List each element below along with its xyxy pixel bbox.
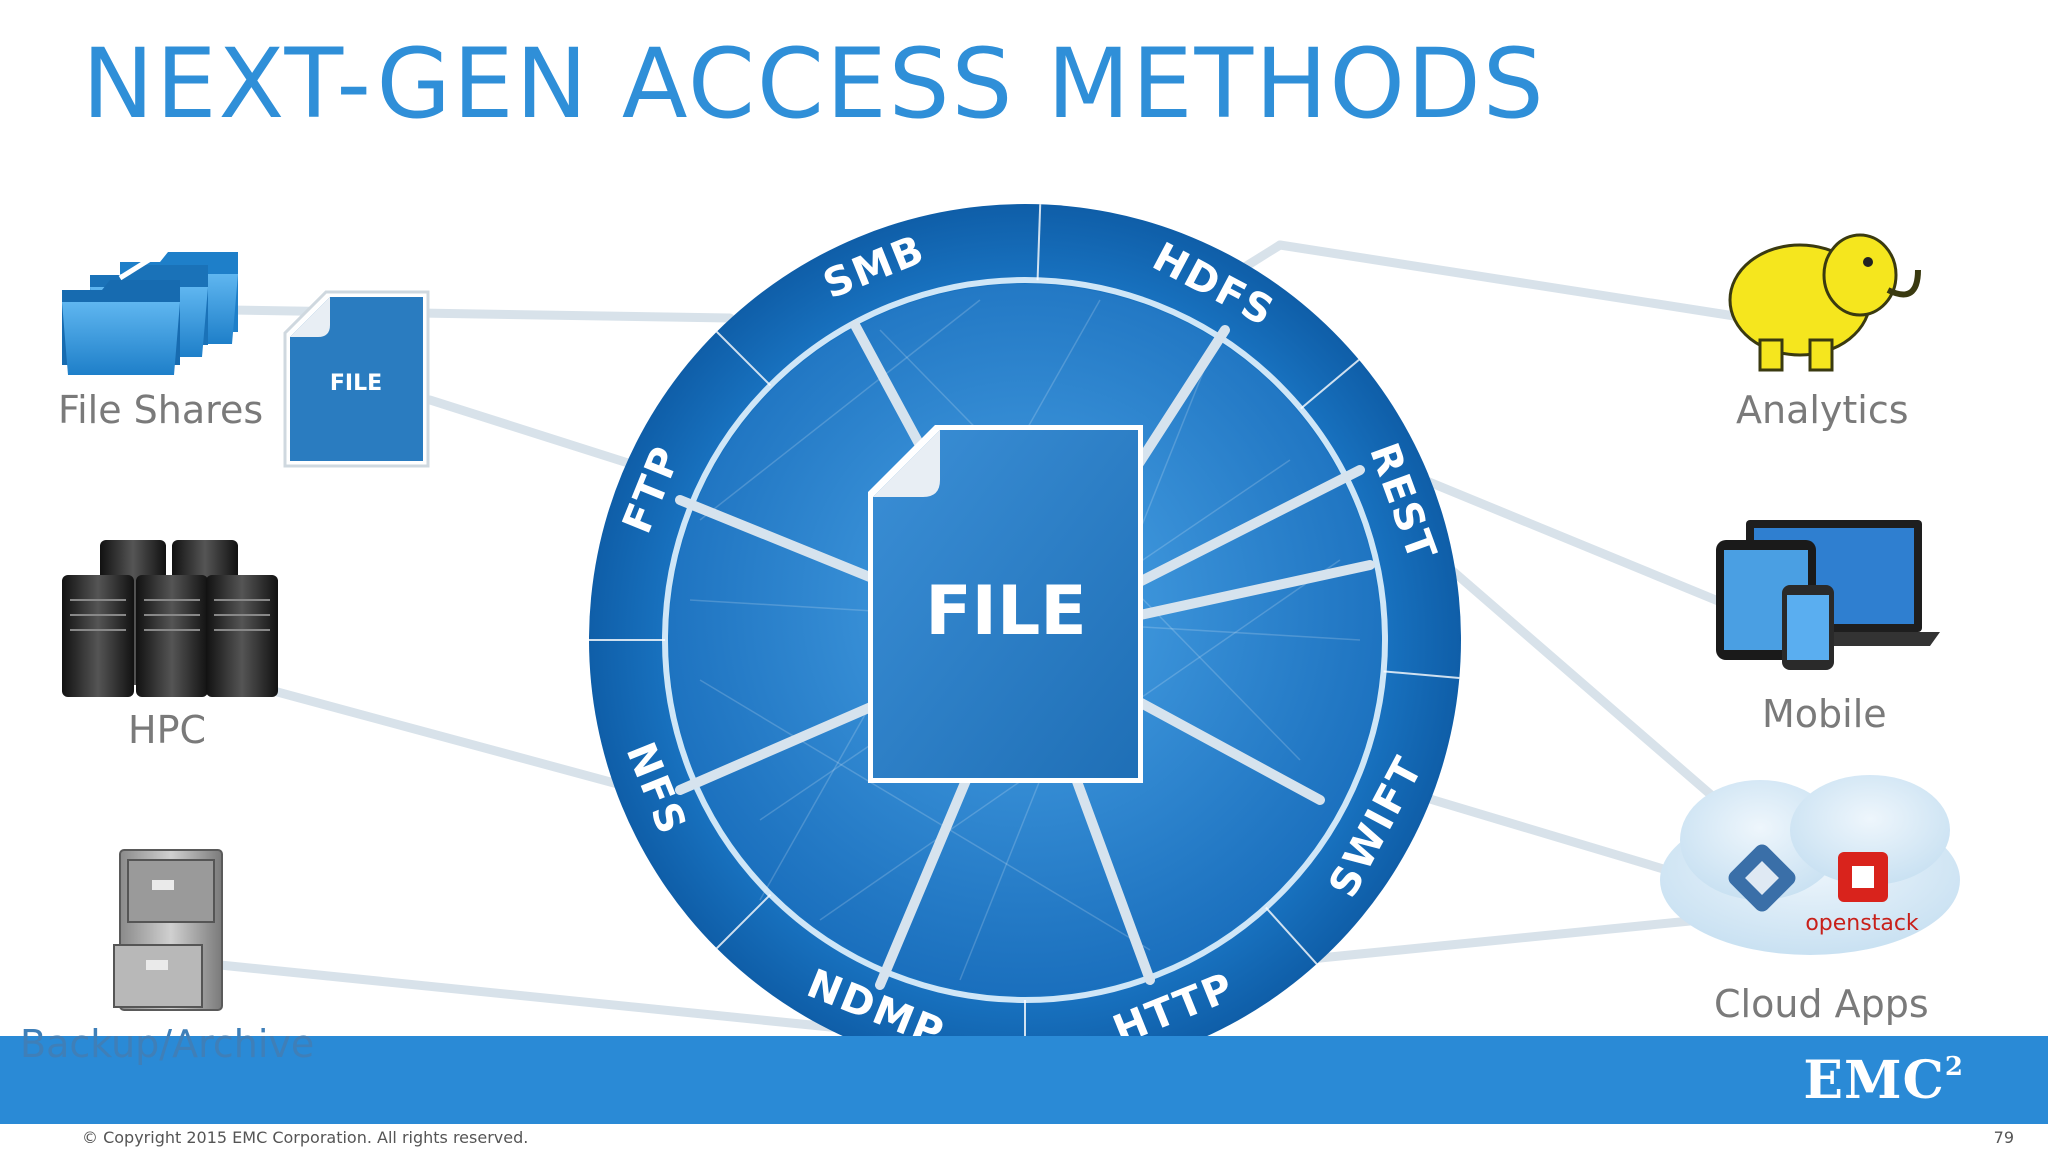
source-label-backup-archive: Backup/Archive	[20, 1022, 315, 1066]
file-document-label: FILE	[330, 371, 382, 396]
openstack-logo-text: openstack	[1805, 911, 1919, 936]
target-label-analytics: Analytics	[1736, 388, 1909, 432]
cloud-icon: openstack	[1660, 775, 1960, 955]
filing-cabinet-icon	[113, 849, 223, 1011]
copyright-text: © Copyright 2015 EMC Corporation. All ri…	[82, 1128, 529, 1147]
connector-lines	[215, 240, 1765, 1035]
folders-icon	[62, 250, 238, 375]
ring-separator	[715, 893, 772, 950]
ring-separator	[1300, 358, 1360, 410]
brand-name: EMC	[1803, 1050, 1945, 1111]
page-number: 79	[1993, 1128, 2014, 1147]
devices-icon	[1716, 520, 1940, 670]
footer-bar	[0, 1036, 2048, 1124]
center-file: FILE	[868, 425, 1143, 783]
emc-logo: EMC2	[1803, 1050, 1964, 1111]
slide-title: NEXT-GEN ACCESS METHODS	[82, 28, 1546, 140]
hadoop-elephant-icon	[1728, 233, 1921, 372]
ring-separator	[1383, 670, 1460, 679]
file-document-icon: FILE	[283, 290, 430, 468]
target-label-mobile: Mobile	[1762, 692, 1887, 736]
ring-separator	[715, 330, 772, 387]
ring-separator	[1036, 204, 1042, 281]
center-file-label: FILE	[925, 572, 1087, 651]
ring-separator	[1265, 906, 1318, 965]
brand-superscript: 2	[1944, 1052, 1964, 1082]
source-label-hpc: HPC	[128, 708, 207, 752]
target-label-cloud-apps: Cloud Apps	[1714, 982, 1929, 1026]
server-rack-icon	[62, 540, 278, 697]
source-label-file-shares: File Shares	[58, 388, 264, 432]
